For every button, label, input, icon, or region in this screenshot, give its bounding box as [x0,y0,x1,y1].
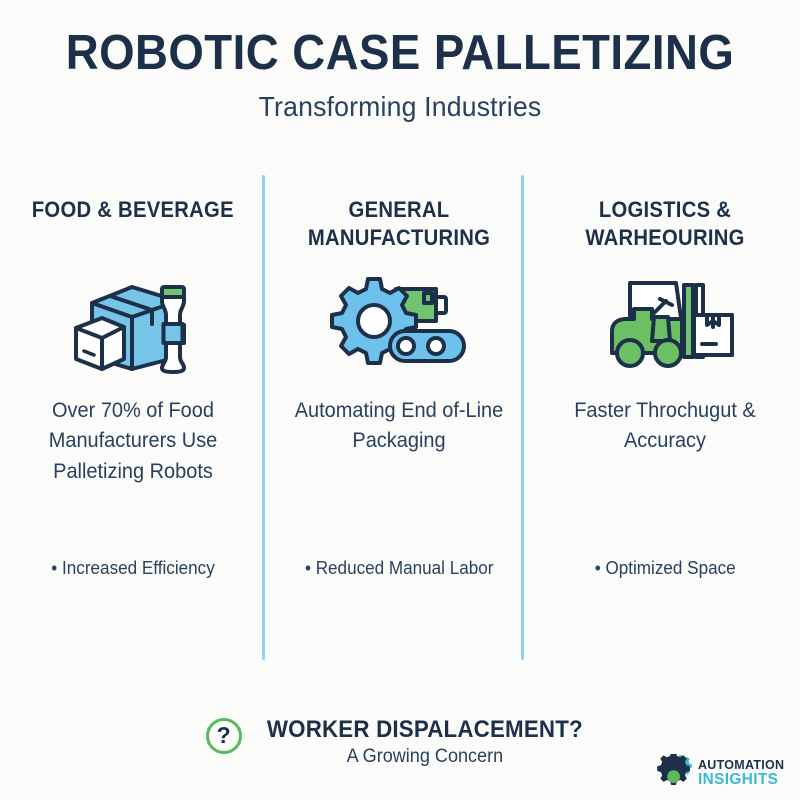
column-general-manufacturing: GENERAL MANUFACTURING [266,196,532,579]
footer-title: WORKER DISPALACEMENT? [266,716,583,743]
page-title: ROBOTIC CASE PALLETIZING [65,26,735,80]
gear-logo-icon [657,754,692,785]
column-title-food-beverage: FOOD & BEVERAGE [31,197,235,222]
column-divider-left [262,175,265,660]
column-logistics-warehousing: LOGISTICS & WARHEOURING [532,196,798,579]
header: ROBOTIC CASE PALLETIZING Transforming In… [0,26,800,123]
logo-text: AUTOMATION INSIGHITS [698,758,788,788]
column-bullet-general-manufacturing: • Reduced Manual Labor [304,558,494,578]
footer-subtitle: A Growing Concern [346,746,503,768]
footer-inner: ? WORKER DISPALACEMENT? A Growing Concer… [205,716,595,768]
footer-callout: ? WORKER DISPALACEMENT? A Growing Concer… [0,716,800,768]
footer-text: WORKER DISPALACEMENT? A Growing Concern [255,716,595,768]
column-bullet-logistics-warehousing: • Optimized Space [594,558,736,578]
page-subtitle: Transforming Industries [258,91,542,123]
question-mark-icon: ? [205,718,242,754]
column-stat-general-manufacturing: Automating End of-Line Packaging [294,399,504,453]
column-stat-food-beverage: Over 70% of Food Manufacturers Use Palle… [48,399,218,483]
column-stat-logistics-warehousing: Faster Throchugut & Accuracy [574,399,756,453]
column-food-beverage: FOOD & BEVERAGE [0,196,266,579]
column-bullet-food-beverage: • Increased Efficiency [51,558,215,578]
columns-container: FOOD & BEVERAGE [0,196,800,579]
column-title-general-manufacturing: GENERAL MANUFACTURING [307,197,491,251]
logo-line-automation: AUTOMATION [698,757,785,772]
forklift-icon [590,260,740,380]
brand-logo: AUTOMATION INSIGHITS [654,754,788,792]
column-title-logistics-warehousing: LOGISTICS & WARHEOURING [585,197,745,251]
column-divider-right [521,175,524,660]
logo-line-insights: INSIGHITS [698,771,779,788]
gear-conveyor-icon [324,260,474,380]
boxes-and-bottle-icon [58,260,208,380]
question-mark-glyph: ? [216,722,231,748]
